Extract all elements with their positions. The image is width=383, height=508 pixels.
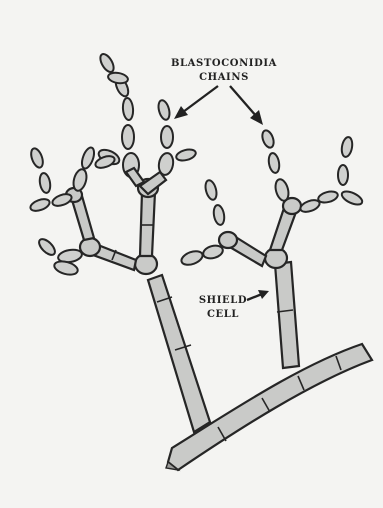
blastoconidia-label: BLASTOCONIDIA CHAINS xyxy=(171,58,277,83)
shield-cell-label-line2: CELL xyxy=(207,309,239,320)
left-blastoconidia xyxy=(29,52,197,277)
left-conidiophore xyxy=(66,179,210,432)
shield-cell-label: SHIELD CELL xyxy=(199,290,269,320)
shield-cell-arrow xyxy=(247,294,262,300)
shield-cell-label-line1: SHIELD xyxy=(199,295,247,306)
blastoconidia-arrows xyxy=(174,86,263,125)
blastoconidia-label-line2: CHAINS xyxy=(199,72,249,83)
right-conidiophore xyxy=(219,198,301,368)
blastoconidia-label-line1: BLASTOCONIDIA xyxy=(171,58,277,69)
